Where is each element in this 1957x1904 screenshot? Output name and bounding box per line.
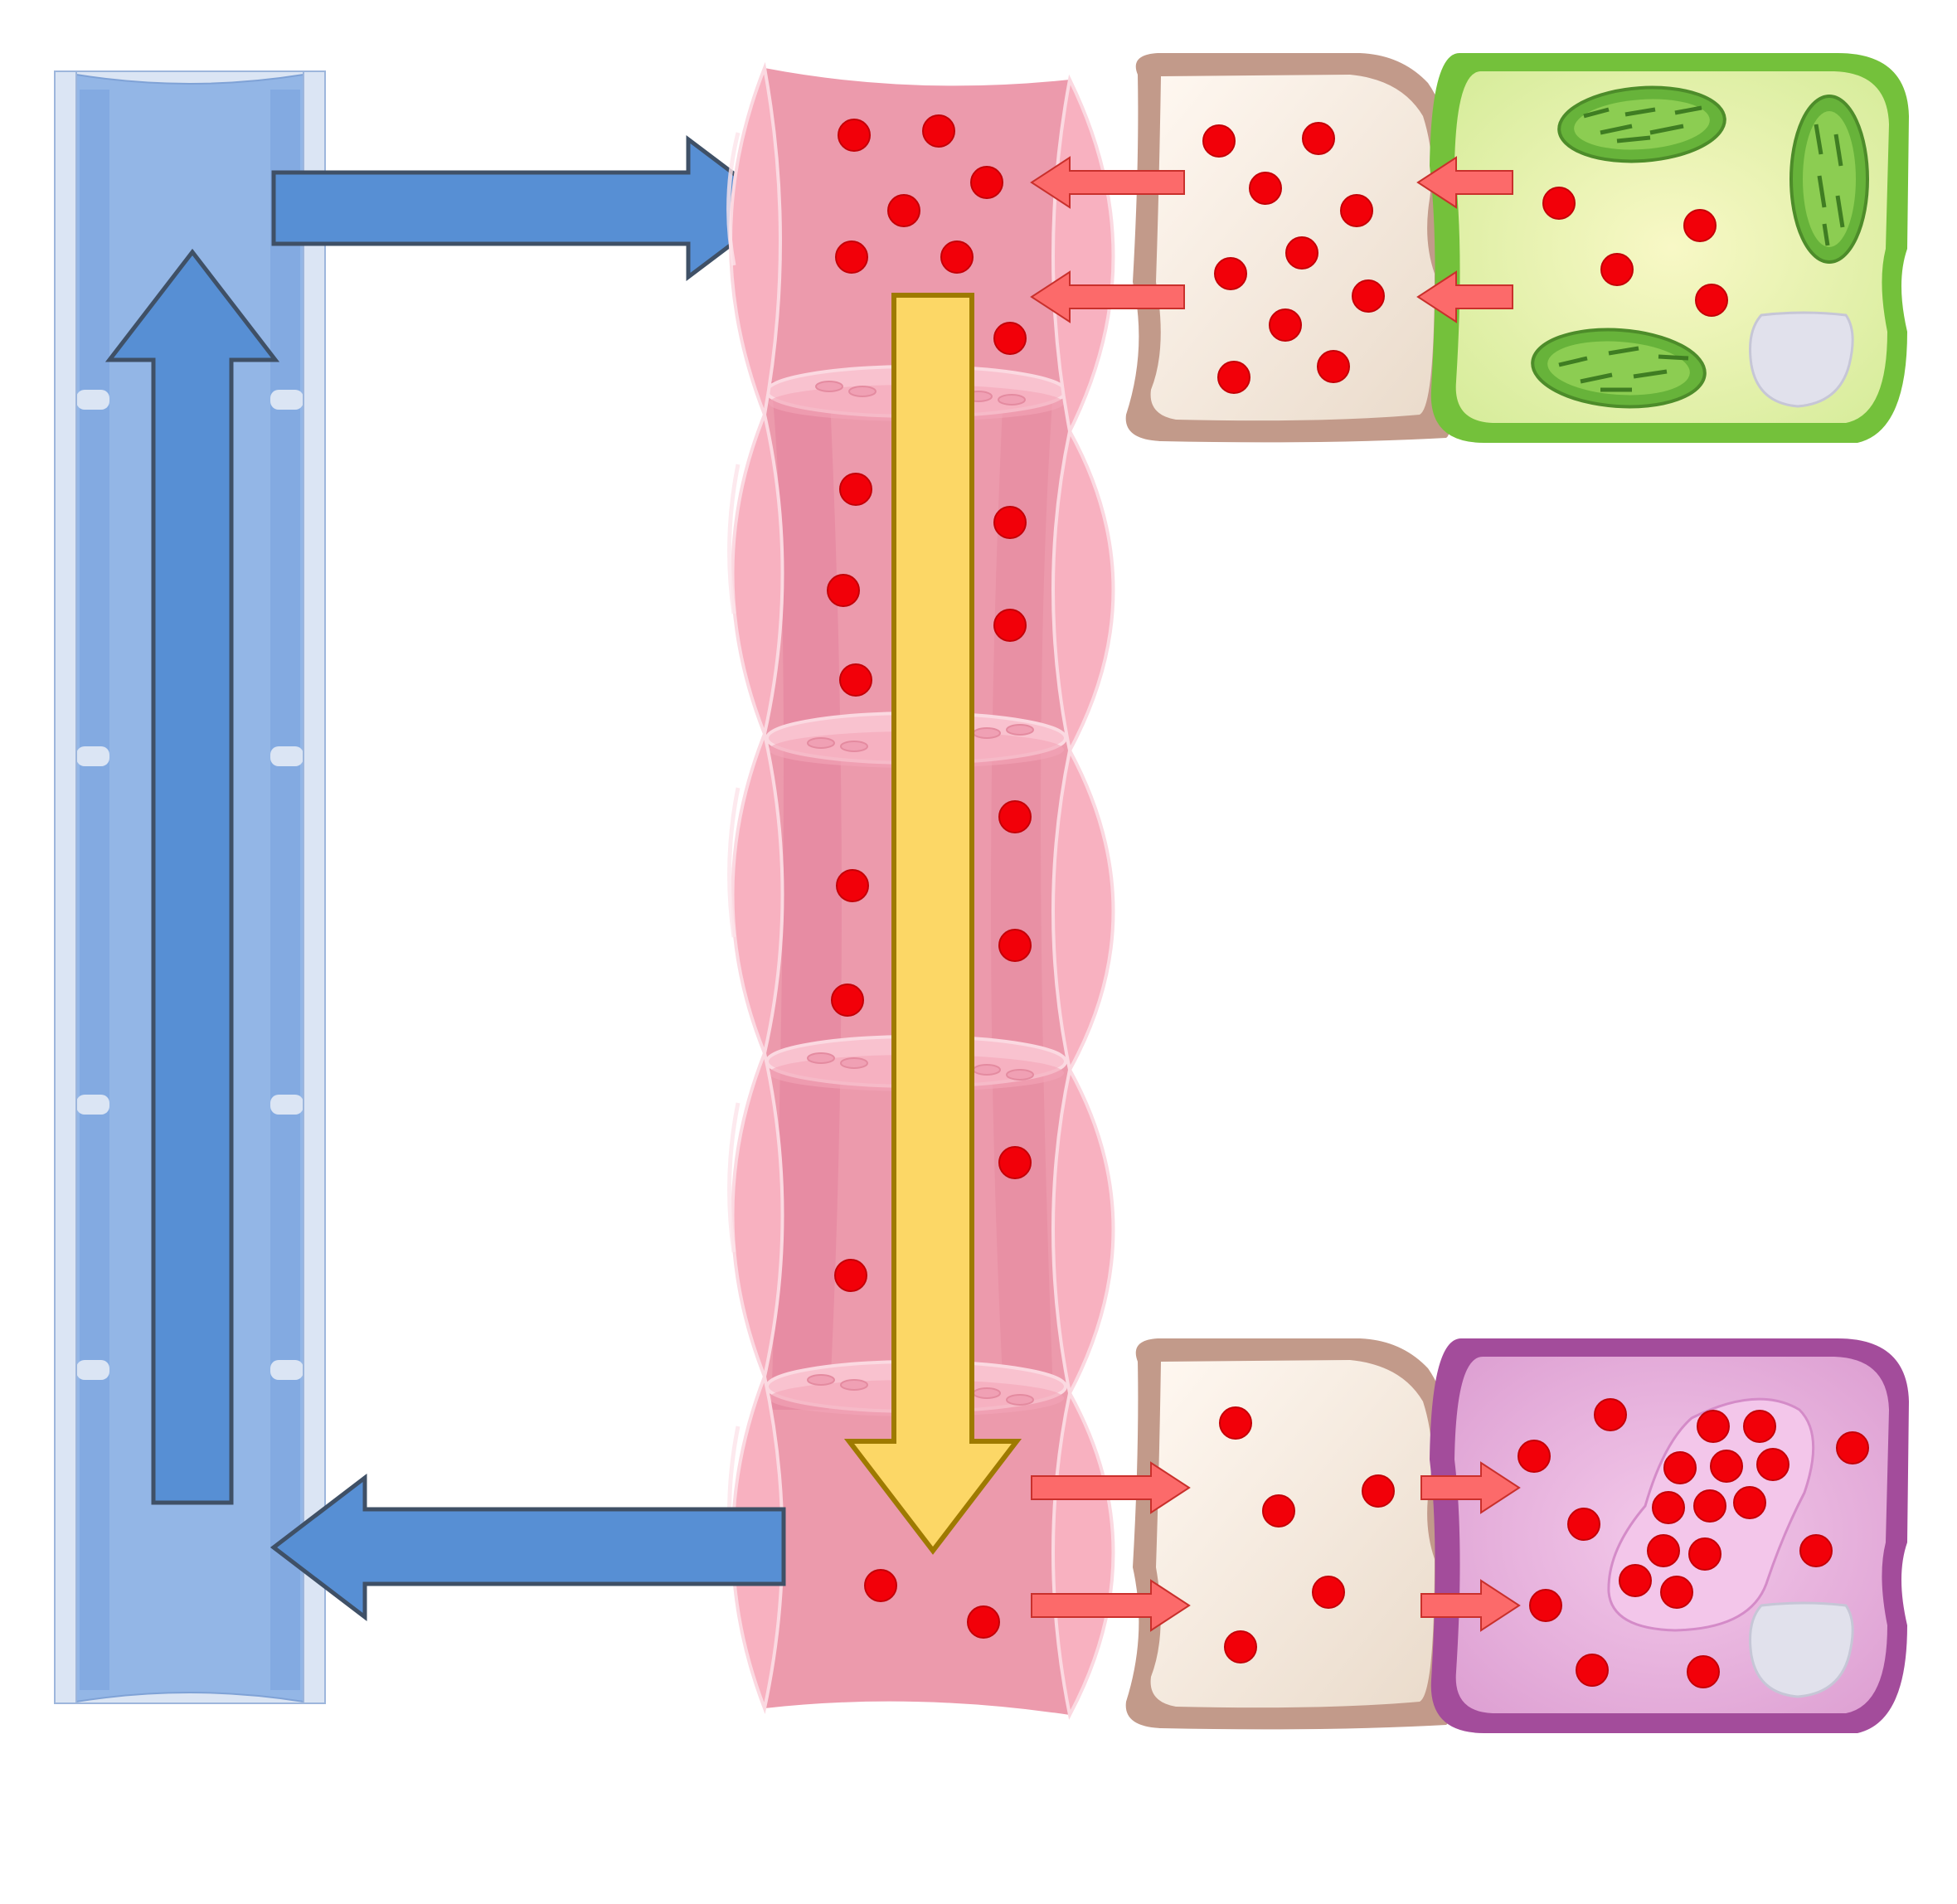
sugar-molecule-icon: [835, 240, 868, 274]
sugar-molecule-icon: [998, 929, 1032, 962]
source-mesophyll-cell: [1430, 53, 1909, 443]
chloroplast-icon: [1557, 85, 1726, 163]
sugar-molecule-icon: [1302, 122, 1335, 155]
sugar-molecule-icon: [1262, 1494, 1295, 1528]
sugar-molecule-icon: [1710, 1450, 1743, 1483]
sugar-molecule-icon: [1576, 1654, 1609, 1687]
sugar-molecule-icon: [1756, 1448, 1789, 1481]
sugar-molecule-icon: [839, 663, 872, 697]
sugar-molecule-icon: [1594, 1398, 1627, 1431]
loading-arrow: [1030, 270, 1185, 323]
xylem-to-phloem-arrow: [271, 134, 784, 282]
sink-unloading-arrows: [1031, 1461, 1521, 1632]
phloem-to-xylem-arrow: [270, 1473, 786, 1622]
sugar-molecule-icon: [922, 114, 955, 148]
sugar-molecule-icon: [1652, 1491, 1685, 1524]
sugar-molecule-icon: [1683, 209, 1717, 242]
sugar-molecule-icon: [831, 984, 864, 1017]
source-loading-arrows: [1030, 156, 1513, 323]
sugar-molecule-icon: [1697, 1410, 1730, 1443]
sugar-molecule-icon: [1214, 257, 1247, 290]
sugar-molecule-icon: [1529, 1589, 1562, 1622]
sugar-molecule-icon: [1362, 1474, 1395, 1508]
unloading-arrow: [1031, 1579, 1191, 1632]
sugar-molecule-icon: [1695, 284, 1728, 317]
sugar-molecule-icon: [940, 240, 974, 274]
sugar-molecule-icon: [1687, 1655, 1720, 1688]
sugar-molecule-icon: [1619, 1564, 1652, 1597]
sugar-molecule-icon: [998, 1146, 1032, 1179]
sugar-molecule-icon: [993, 609, 1027, 642]
sugar-molecule-icon: [1836, 1431, 1869, 1464]
sugar-molecule-icon: [1269, 308, 1302, 342]
sugar-molecule-icon: [1317, 350, 1350, 383]
loading-arrow: [1030, 156, 1185, 209]
source-mesophyll-sugar-molecules: [1542, 187, 1728, 317]
sugar-molecule-icon: [1518, 1440, 1551, 1473]
sugar-molecule-icon: [1217, 361, 1250, 394]
sink-cell-sugar-molecules: [1518, 1398, 1869, 1688]
loading-arrow: [1416, 270, 1513, 323]
vacuole-icon: [1749, 311, 1854, 408]
sugar-molecule-icon: [836, 869, 869, 902]
sugar-molecule-icon: [1688, 1537, 1721, 1571]
sugar-molecule-icon: [993, 506, 1027, 539]
sugar-molecule-icon: [1340, 194, 1373, 227]
vacuole-icon: [1749, 1601, 1854, 1698]
xylem-right-edge: [303, 70, 326, 1704]
sugar-molecule-icon: [1663, 1451, 1697, 1484]
unloading-arrow: [1420, 1579, 1521, 1632]
sugar-molecule-icon: [1542, 187, 1576, 220]
sugar-molecule-icon: [1312, 1576, 1345, 1609]
sieve-tube-sugar-molecules: [827, 114, 1032, 1639]
sugar-molecule-icon: [1202, 124, 1236, 158]
sugar-molecule-icon: [970, 166, 1003, 199]
amyloplast-starch-grains: [1619, 1410, 1789, 1609]
sugar-molecule-icon: [1693, 1489, 1726, 1523]
sugar-molecule-icon: [834, 1259, 867, 1292]
sugar-molecule-icon: [1647, 1534, 1680, 1567]
chloroplast-icon: [1531, 328, 1707, 409]
sugar-molecule-icon: [1733, 1486, 1766, 1519]
sugar-molecule-icon: [967, 1605, 1000, 1639]
sink-companion-cell: [1125, 1338, 1459, 1730]
phloem-downward-arrow: [843, 293, 1022, 1555]
sugar-molecule-icon: [827, 574, 860, 607]
xylem-left-edge: [54, 70, 77, 1704]
sugar-molecule-icon: [1660, 1576, 1693, 1609]
sugar-molecule-icon: [1352, 279, 1385, 313]
sugar-molecule-icon: [864, 1569, 897, 1602]
source-companion-sugar-molecules: [1202, 122, 1385, 394]
xylem-pit-gaps: [76, 390, 304, 1380]
sugar-molecule-icon: [1219, 1406, 1252, 1440]
chloroplast-icon: [1789, 95, 1869, 264]
sieve-tube-right-walls: [1051, 74, 1115, 1720]
sieve-tube-left-walls: [729, 61, 784, 1714]
sugar-molecule-icon: [1600, 253, 1634, 286]
sugar-molecule-icon: [1743, 1410, 1776, 1443]
unloading-arrow: [1420, 1461, 1521, 1514]
sugar-molecule-icon: [1567, 1508, 1600, 1541]
sugar-molecule-icon: [887, 194, 920, 227]
sugar-molecule-icon: [839, 473, 872, 506]
sugar-molecule-icon: [1799, 1534, 1833, 1567]
xylem-vessel-elements: [80, 90, 300, 1690]
sugar-molecule-icon: [998, 800, 1032, 833]
sieve-tube-shade: [771, 381, 842, 1410]
sugar-molecule-icon: [1224, 1630, 1257, 1664]
sugar-molecule-icon: [1285, 236, 1318, 270]
unloading-arrow: [1031, 1461, 1191, 1514]
loading-arrow: [1416, 156, 1513, 209]
sugar-molecule-icon: [838, 119, 871, 152]
sugar-molecule-icon: [993, 322, 1027, 355]
sugar-molecule-icon: [1249, 172, 1282, 205]
xylem-upward-arrow: [104, 248, 280, 1505]
sink-companion-sugar-molecules: [1219, 1406, 1395, 1664]
